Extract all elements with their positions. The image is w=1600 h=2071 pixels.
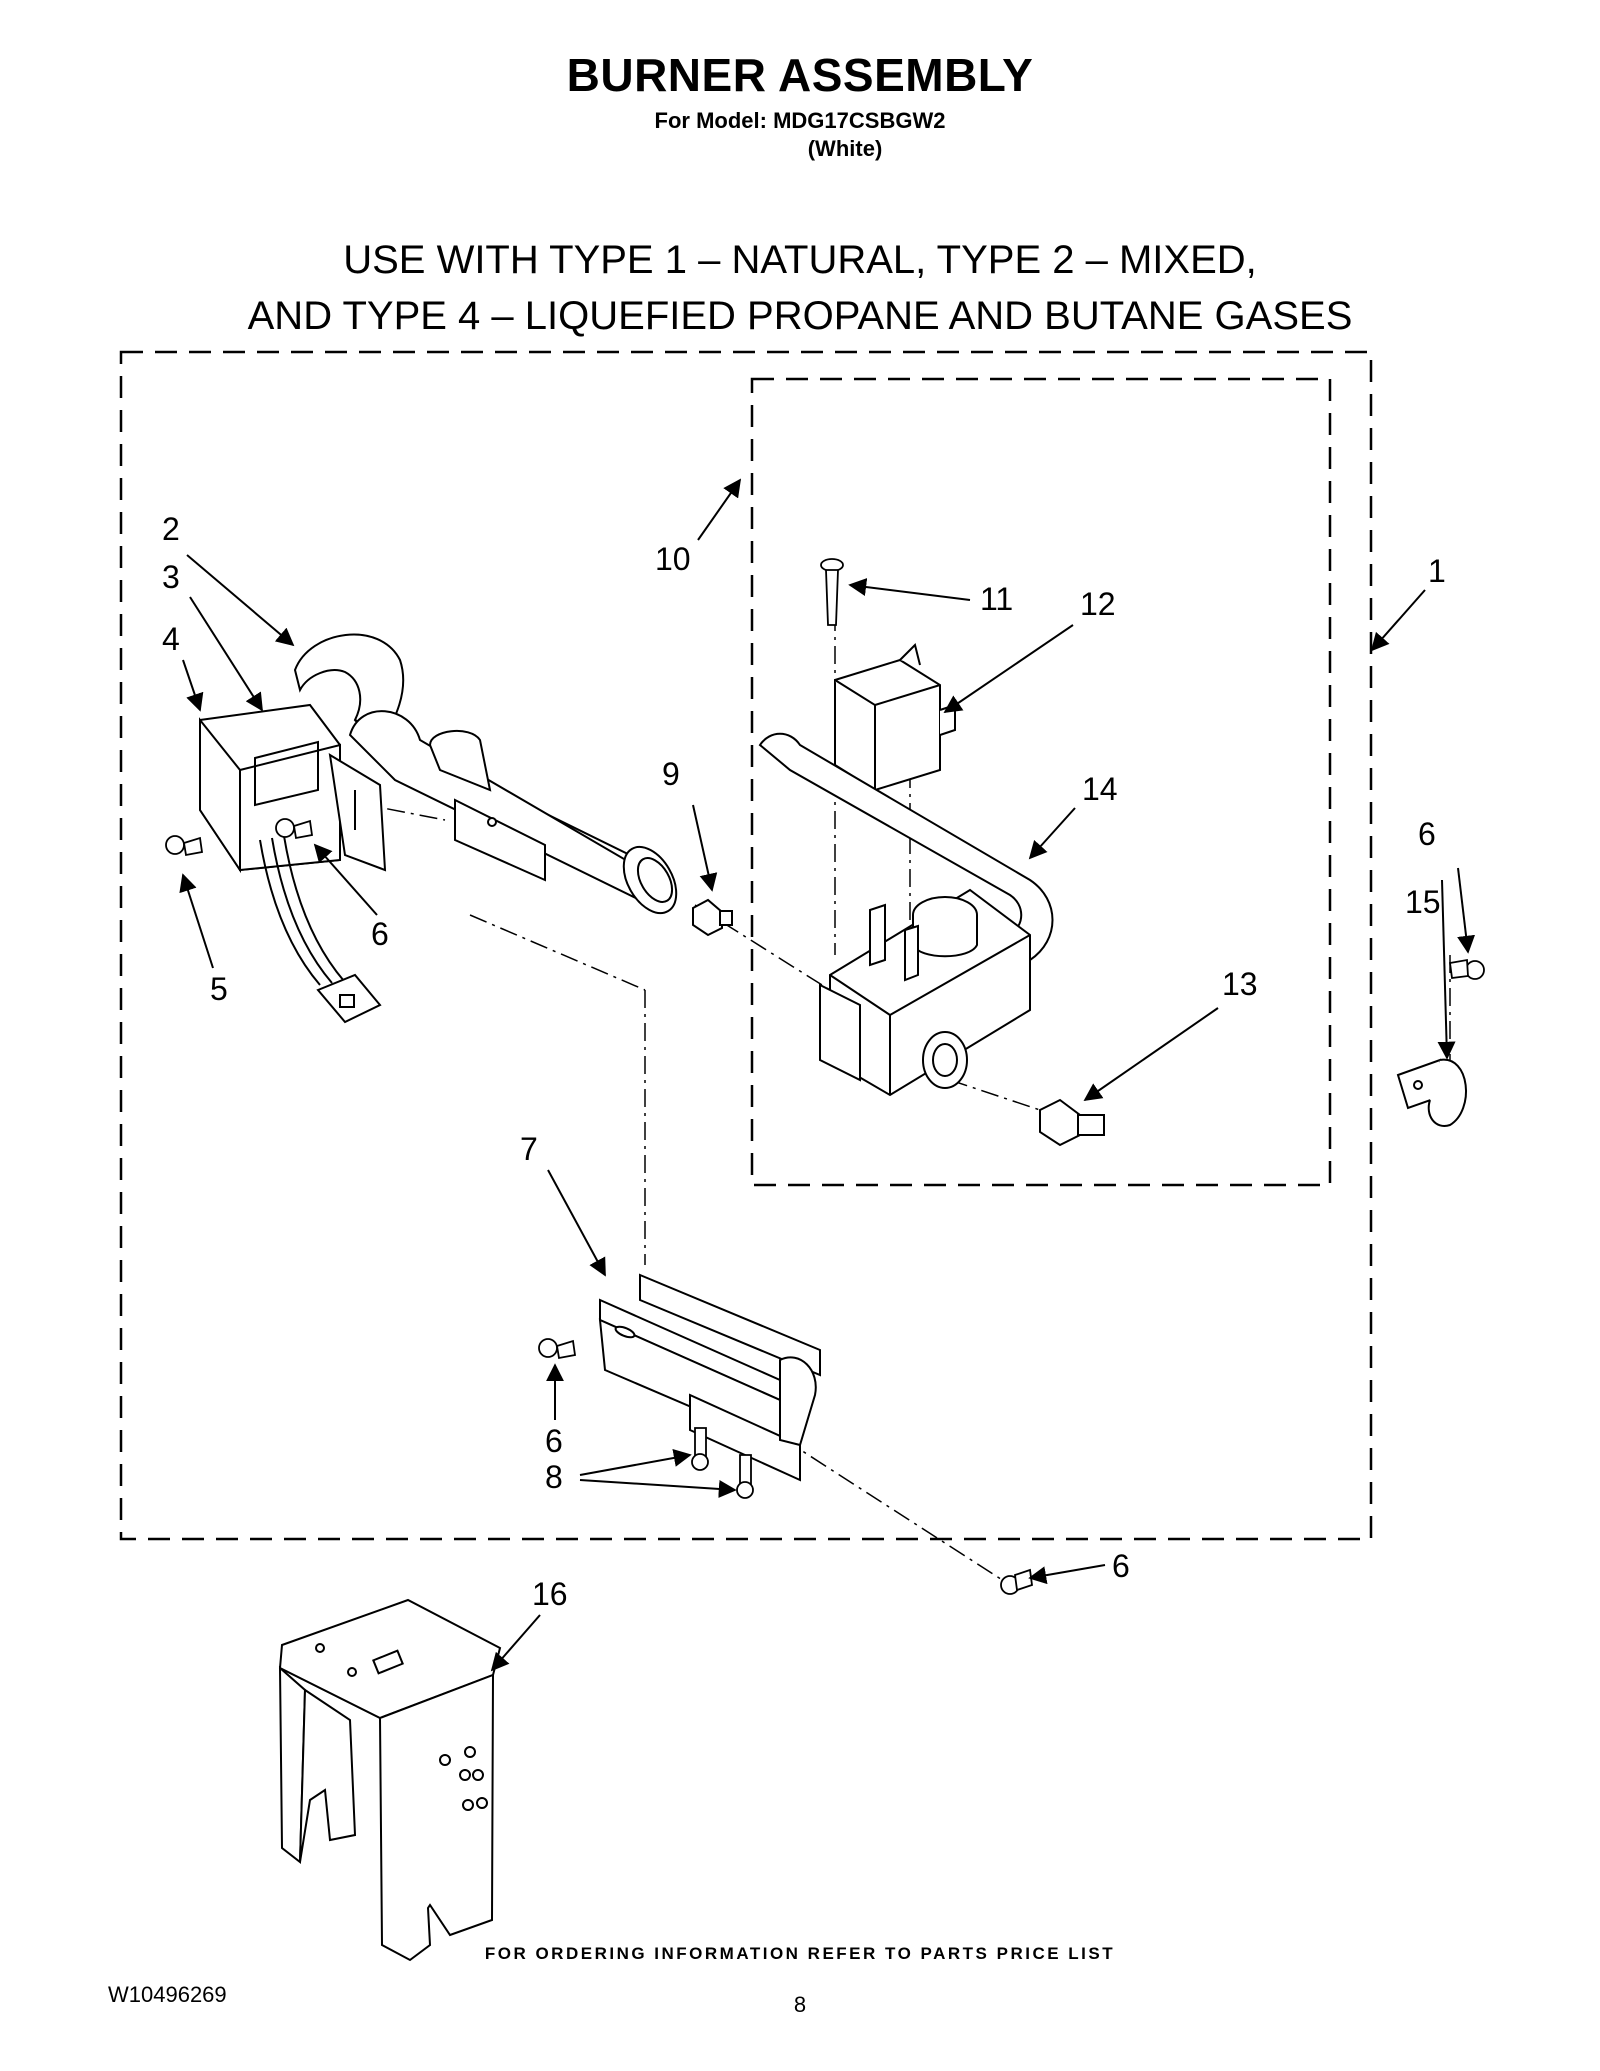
screw-part-5 [165,835,204,857]
burner-support-bracket-part-7 [598,1273,821,1482]
callout-6-lower-right: 6 [1112,1548,1130,1584]
screw-part-6-right [1448,958,1485,980]
callout-13: 13 [1222,966,1258,1002]
callout-10: 10 [655,541,691,577]
callout-9: 9 [662,756,680,792]
gas-valve-part-14 [758,732,1054,1097]
ordering-note: FOR ORDERING INFORMATION REFER TO PARTS … [484,1944,1116,1963]
screw-part-6-lower-right [1000,1568,1033,1595]
screws-part-8 [691,1427,754,1499]
callout-1: 1 [1428,553,1446,589]
callout-14: 14 [1082,771,1118,807]
callout-12: 12 [1080,586,1116,622]
document-number: W10496269 [108,1982,227,2007]
callout-15: 15 [1405,884,1441,920]
solenoid-coil-part-12 [834,643,956,792]
callout-3: 3 [162,559,180,595]
color-line: (White) [807,136,883,161]
wire-connector [316,973,382,1024]
page-number: 8 [793,1992,807,2017]
callout-8: 8 [545,1459,563,1495]
callout-4: 4 [162,621,180,657]
callout-11: 11 [980,581,1013,617]
callout-7: 7 [520,1131,538,1167]
screw-part-11 [820,558,844,626]
ignitor-wires [259,835,345,986]
callout-5: 5 [210,971,228,1007]
usage-line-2: AND TYPE 4 – LIQUEFIED PROPANE AND BUTAN… [247,294,1353,338]
callout-6-bottom: 6 [545,1423,563,1459]
mounting-bracket-part-16 [278,1598,502,1962]
usage-line-1: USE WITH TYPE 1 – NATURAL, TYPE 2 – MIXE… [343,238,1257,282]
burner-tube-part-2 [293,633,678,915]
screw-part-6-left [275,818,314,840]
fitting-part-13 [1039,1098,1105,1147]
leader-arrows [179,478,1476,1672]
callout-labels: 1 2 3 4 5 6 6 6 6 7 8 9 10 11 12 13 14 1… [162,511,1446,1612]
callout-2: 2 [162,511,180,547]
page-title: BURNER ASSEMBLY [566,49,1034,101]
screw-part-6-bottom [538,1338,577,1360]
callout-6-left: 6 [371,916,389,952]
valve-assembly-boundary [750,377,1332,1187]
callout-16: 16 [532,1576,568,1612]
model-line: For Model: MDG17CSBGW2 [654,108,946,133]
outer-assembly-boundary [119,350,1373,1541]
orifice-part-9 [692,898,733,937]
clamp-part-15 [1396,1058,1467,1127]
callout-6-right: 6 [1418,816,1436,852]
